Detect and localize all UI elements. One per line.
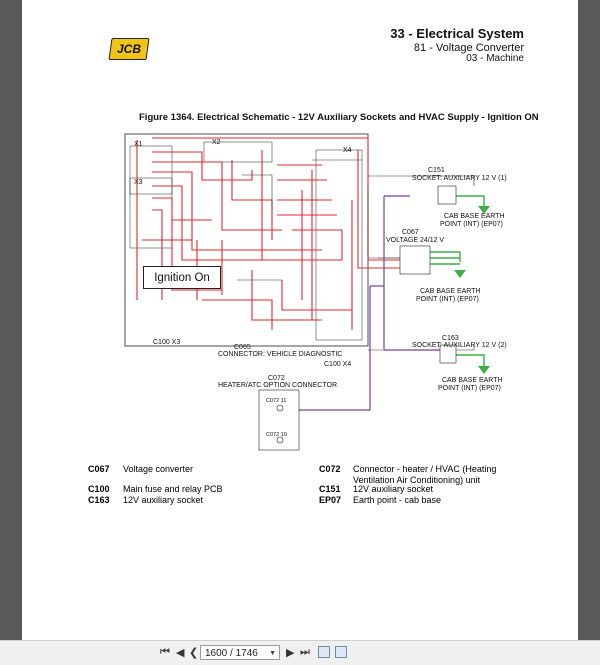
label-c072-10: C072 10 — [266, 432, 287, 438]
legend-code: C163 — [88, 495, 110, 505]
figure-title: Figure 1364. Electrical Schematic - 12V … — [139, 112, 539, 123]
label-cab-earth-1b: POINT (INT) (EP07) — [440, 221, 503, 228]
c163-socket — [439, 344, 457, 364]
label-c065-name: CONNECTOR: VEHICLE DIAGNOSTIC — [218, 351, 342, 358]
label-x3: X3 — [134, 179, 143, 186]
page-number-select[interactable]: 1600 / 1746 ▼ — [200, 645, 280, 660]
legend-code: EP07 — [319, 495, 342, 505]
legend-text: Connector - heater / HVAC (Heating Venti… — [353, 464, 497, 485]
label-cab-earth-2a: CAB BASE EARTH — [420, 288, 481, 295]
label-x2: X2 — [212, 139, 221, 146]
prev-page-icon[interactable]: ◀ — [176, 647, 185, 659]
legend-code: C072 — [319, 464, 341, 474]
c072-pin-10 — [276, 436, 284, 444]
label-c100x3: C100 X3 — [153, 339, 180, 346]
page-indicator: 1600 / 1746 — [205, 648, 258, 659]
fit-page-icon[interactable] — [318, 646, 330, 658]
legend-text: Voltage converter — [123, 464, 194, 474]
ignition-on-label: Ignition On — [143, 266, 221, 289]
label-c072-name: HEATER/ATC OPTION CONNECTOR — [218, 382, 337, 389]
legend-code: C067 — [88, 464, 110, 474]
legend-text: 12V auxiliary socket — [353, 484, 434, 494]
earth-arrow-1 — [478, 206, 490, 214]
label-cab-earth-3a: CAB BASE EARTH — [442, 377, 503, 384]
legend-text: Main fuse and relay PCB — [123, 484, 223, 494]
legend-text: 12V auxiliary socket — [123, 495, 204, 505]
x4-block — [315, 149, 363, 341]
c067-converter — [399, 245, 431, 275]
x3-block — [129, 177, 173, 249]
label-x1: X1 — [134, 141, 143, 148]
label-c163-code: C163 — [442, 335, 459, 342]
earth-arrow-3 — [478, 366, 490, 374]
chevron-down-icon: ▼ — [269, 650, 276, 657]
label-c065-code: C065 — [234, 344, 251, 351]
section-title: 33 - Electrical System — [390, 26, 524, 41]
document-page: JCB 33 - Electrical System 81 - Voltage … — [22, 0, 578, 640]
chapter-title: 03 - Machine — [466, 53, 524, 64]
x2-block — [203, 141, 273, 163]
green-wires — [430, 195, 485, 366]
subsection-title: 81 - Voltage Converter — [413, 42, 524, 54]
first-page-icon[interactable]: ⏮ — [160, 646, 170, 658]
label-x4: X4 — [343, 147, 352, 154]
label-c163-name: SOCKET: AUXILIARY 12 V (2) — [412, 342, 507, 349]
c072-connector — [258, 389, 300, 451]
x1-block — [129, 145, 173, 195]
legend-text: Earth point - cab base — [353, 495, 442, 505]
label-c072-code: C072 — [268, 375, 285, 382]
label-c067-name: VOLTAGE 24/12 V — [386, 237, 444, 244]
label-cab-earth-2b: POINT (INT) (EP07) — [416, 296, 479, 303]
label-cab-earth-3b: POINT (INT) (EP07) — [438, 385, 501, 392]
fit-width-icon[interactable] — [335, 646, 347, 658]
label-c151-code: C151 — [428, 167, 445, 174]
red-wires — [136, 137, 400, 330]
legend-code: C100 — [88, 484, 110, 494]
label-cab-earth-1a: CAB BASE EARTH — [444, 213, 505, 220]
earth-arrow-2 — [454, 270, 466, 278]
c151-socket — [437, 185, 457, 205]
prev-arrow-icon[interactable]: ❮ — [189, 647, 199, 659]
next-page-icon[interactable]: ▶ — [286, 647, 295, 659]
label-c100x4: C100 X4 — [324, 361, 351, 368]
legend-code: C151 — [319, 484, 341, 494]
electrical-schematic: X1 X2 X3 X4 C151 SOCKET: AUXILIARY 12 V … — [124, 133, 507, 451]
last-page-icon[interactable]: ⏭ — [300, 646, 310, 658]
label-c072-11: C072 11 — [266, 398, 286, 404]
label-c067-code: C067 — [402, 229, 419, 236]
label-c151-name: SOCKET: AUXILIARY 12 V (1) — [412, 175, 507, 182]
pdf-toolbar: ⏮ ◀ ❮ 1600 / 1746 ▼ ▶ ⏭ — [0, 640, 600, 665]
c072-pin-11 — [276, 404, 284, 412]
